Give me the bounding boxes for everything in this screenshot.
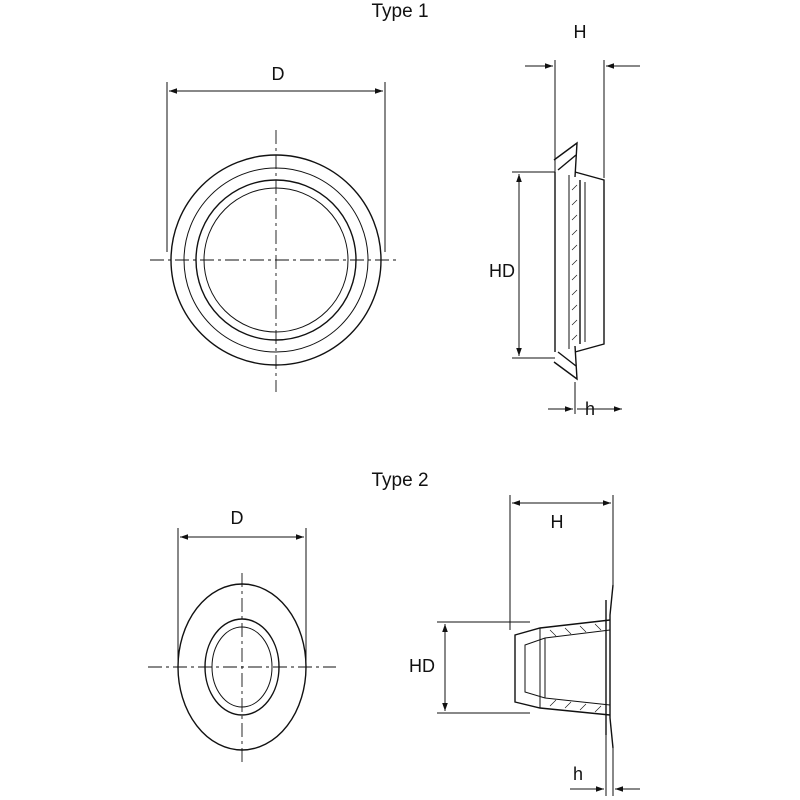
type1-front-diameter-label: D bbox=[272, 64, 285, 84]
type2-front-view: D bbox=[148, 508, 336, 762]
type1-front-view: D bbox=[150, 64, 400, 392]
type1-title: Type 1 bbox=[371, 1, 428, 22]
type2-title: Type 2 bbox=[371, 470, 428, 491]
type2-front-diameter-label: D bbox=[231, 508, 244, 528]
type2-side-hole-diameter-label: HD bbox=[409, 656, 435, 676]
type1-side-thickness-label: h bbox=[585, 399, 595, 419]
type1-side-view: H HD h bbox=[489, 22, 640, 419]
type1-side-hole-diameter-label: HD bbox=[489, 261, 515, 281]
type1-section: Type 1 D bbox=[150, 1, 640, 419]
type2-side-thickness-label: h bbox=[573, 764, 583, 784]
type2-section: Type 2 D bbox=[148, 470, 640, 796]
type2-side-view: H HD h bbox=[409, 495, 640, 796]
type2-side-height-label: H bbox=[551, 512, 564, 532]
type1-side-height-label: H bbox=[574, 22, 587, 42]
